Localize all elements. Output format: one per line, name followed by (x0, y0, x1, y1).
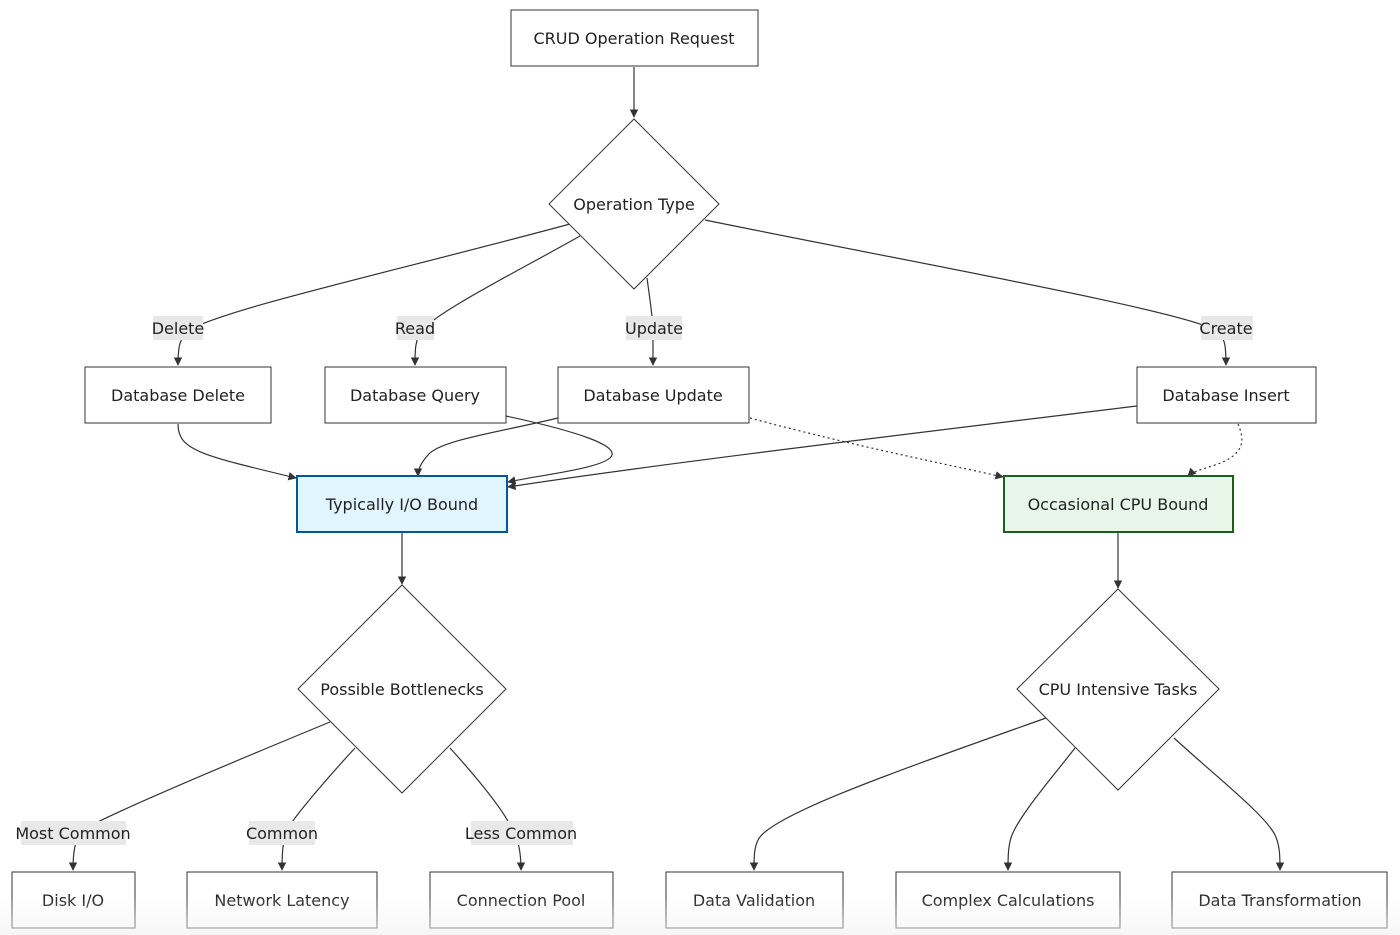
edge-insert-to-cpu (1187, 423, 1243, 477)
node-data-validation: Data Validation (665, 871, 844, 929)
edge-update-to-io (413, 417, 559, 477)
edge-label-common: Common (246, 824, 318, 843)
node-complex-calculations: Complex Calculations (895, 871, 1121, 929)
node-db-query: Database Query (324, 366, 507, 424)
node-crud-request-label: CRUD Operation Request (533, 29, 734, 48)
node-db-delete: Database Delete (84, 366, 272, 424)
edge-label-create: Create (1199, 319, 1252, 338)
edge-label-most-common: Most Common (15, 824, 130, 843)
edge-update-to-cpu (749, 417, 1004, 480)
edge-type-to-delete (173, 223, 571, 366)
decision-operation-type: Operation Type (548, 118, 720, 290)
node-network-latency-label: Network Latency (214, 891, 349, 910)
node-io-bound: Typically I/O Bound (296, 475, 508, 533)
edge-insert-to-io (507, 405, 1138, 490)
edge-type-to-query (410, 235, 581, 366)
decision-possible-bottlenecks: Possible Bottlenecks (297, 584, 507, 794)
node-data-transformation-label: Data Transformation (1198, 891, 1361, 910)
edge-tasks-to-calculations (1003, 747, 1076, 871)
node-disk-io: Disk I/O (11, 871, 136, 929)
edge-tasks-to-transformation (1173, 737, 1285, 871)
node-db-delete-label: Database Delete (111, 386, 245, 405)
edge-label-less-common: Less Common (465, 824, 577, 843)
node-network-latency: Network Latency (186, 871, 378, 929)
node-cpu-bound-label: Occasional CPU Bound (1028, 495, 1209, 514)
edge-label-delete: Delete (152, 319, 205, 338)
node-db-insert: Database Insert (1136, 366, 1317, 424)
node-data-transformation: Data Transformation (1171, 871, 1388, 929)
node-db-update-label: Database Update (583, 386, 722, 405)
node-crud-request: CRUD Operation Request (510, 9, 759, 67)
node-connection-pool: Connection Pool (429, 871, 614, 929)
edge-label-read: Read (395, 319, 435, 338)
node-db-insert-label: Database Insert (1162, 386, 1289, 405)
node-disk-io-label: Disk I/O (42, 891, 104, 910)
decision-cpu-intensive-tasks: CPU Intensive Tasks (1016, 588, 1220, 791)
edge-tasks-to-validation (749, 717, 1047, 871)
edge-bottlenecks-to-network (277, 747, 356, 871)
node-connection-pool-label: Connection Pool (457, 891, 586, 910)
edge-delete-to-io (177, 423, 297, 481)
edge-bottlenecks-to-pool (449, 747, 526, 871)
edge-labels: Delete Read Update Create Most Common Co… (15, 316, 1253, 845)
edge-label-update: Update (625, 319, 683, 338)
decision-cpu-intensive-tasks-label: CPU Intensive Tasks (1039, 680, 1198, 699)
node-io-bound-label: Typically I/O Bound (325, 495, 478, 514)
node-data-validation-label: Data Validation (693, 891, 815, 910)
node-cpu-bound: Occasional CPU Bound (1003, 475, 1234, 533)
decision-possible-bottlenecks-label: Possible Bottlenecks (320, 680, 484, 699)
node-complex-calculations-label: Complex Calculations (922, 891, 1095, 910)
edge-query-to-io (505, 415, 613, 485)
node-db-query-label: Database Query (350, 386, 480, 405)
edge-type-to-insert (704, 219, 1231, 366)
edge-bottlenecks-to-disk (68, 721, 331, 871)
decision-operation-type-label: Operation Type (573, 195, 694, 214)
node-db-update: Database Update (557, 366, 750, 424)
